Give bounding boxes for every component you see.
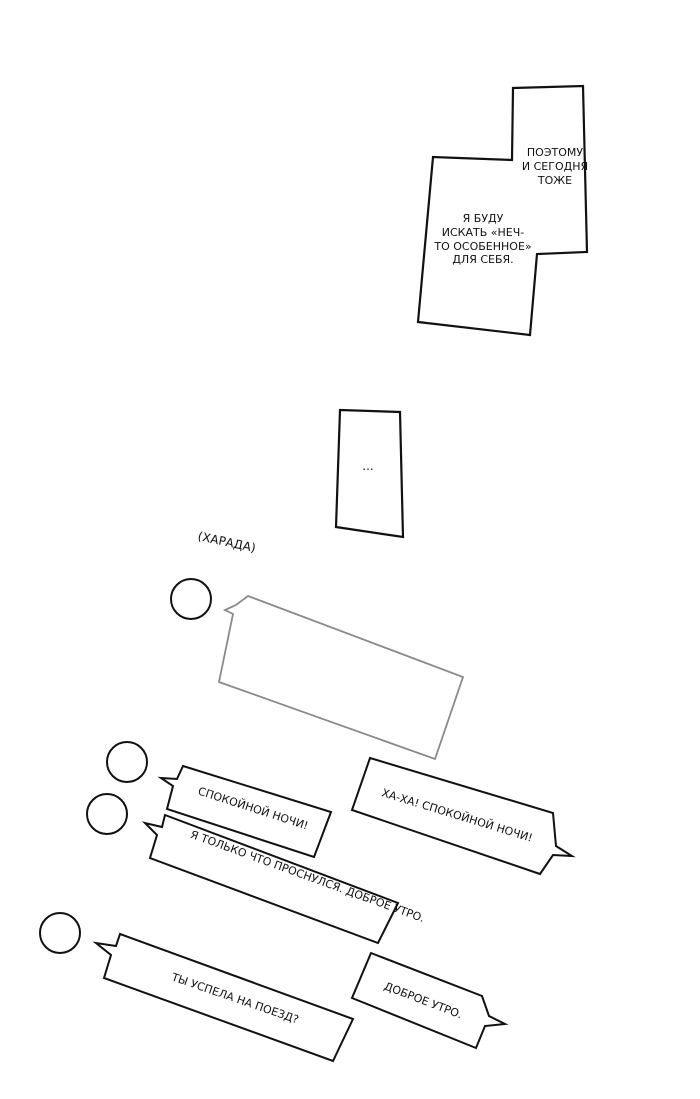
avatar-circle <box>39 912 81 954</box>
caption-box-step <box>416 84 589 337</box>
caption-ellipsis: ... <box>362 459 374 473</box>
chat-bubble <box>92 932 355 1063</box>
chat-bubble-outgoing <box>350 951 509 1050</box>
chat-bubble-empty <box>217 594 465 761</box>
avatar-circle <box>106 741 148 783</box>
avatar-circle <box>170 578 212 620</box>
avatar-circle <box>86 793 128 835</box>
chat-bubble <box>157 764 333 859</box>
caption-text-main: Я БУДУ ИСКАТЬ «НЕЧ- ТО ОСОБЕННОЕ» ДЛЯ СЕ… <box>434 212 532 267</box>
caption-text-top: ПОЭТОМУ И СЕГОДНЯ ТОЖЕ <box>521 146 589 187</box>
chat-bubble-outgoing <box>350 756 576 876</box>
chat-bubble <box>141 813 400 945</box>
caption-box-narrow <box>334 408 405 539</box>
